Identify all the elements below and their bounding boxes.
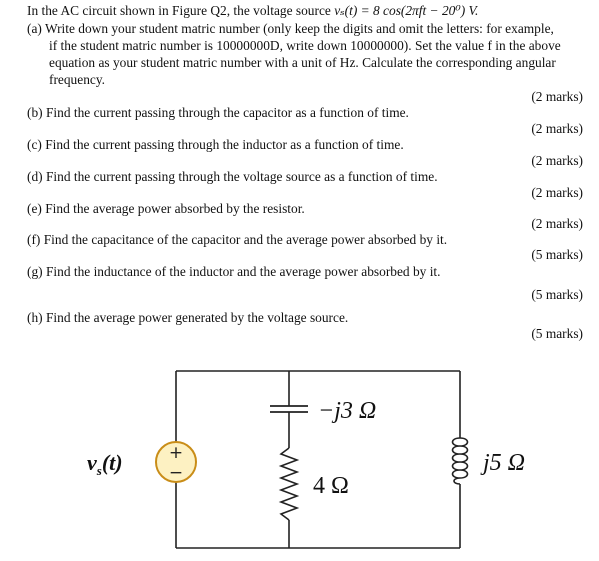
voltage-source bbox=[155, 441, 197, 483]
part-c-text: (c) Find the current passing through the… bbox=[27, 137, 404, 152]
part-g-text: (g) Find the inductance of the inductor … bbox=[27, 264, 441, 279]
part-a-marks: (2 marks) bbox=[531, 89, 583, 104]
part-f-text: (f) Find the capacitance of the capacito… bbox=[27, 232, 448, 247]
capacitor-label: −j3 Ω bbox=[318, 398, 376, 424]
part-h-text: (h) Find the average power generated by … bbox=[27, 310, 349, 325]
resistor bbox=[278, 447, 300, 521]
part-a-line-2: if the student matric number is 10000000… bbox=[49, 38, 561, 53]
part-g-marks: (5 marks) bbox=[531, 287, 583, 302]
intro-prefix: In the AC circuit shown in Figure Q2, th… bbox=[27, 3, 335, 18]
intro-formula: vₛ(t) = 8 cos(2πft − 20⁰) V. bbox=[334, 3, 479, 18]
part-e-marks: (2 marks) bbox=[531, 216, 583, 231]
source-plus: + bbox=[169, 443, 183, 463]
source-minus: − bbox=[169, 463, 183, 483]
part-h-marks: (5 marks) bbox=[531, 326, 583, 341]
part-b-text: (b) Find the current passing through the… bbox=[27, 105, 409, 120]
part-a-line-3: equation as your student matric number w… bbox=[49, 55, 556, 70]
source-label: vs(t) bbox=[87, 450, 123, 478]
resistor-label: 4 Ω bbox=[313, 473, 349, 499]
intro-text: In the AC circuit shown in Figure Q2, th… bbox=[27, 2, 478, 19]
part-f-marks: (5 marks) bbox=[531, 247, 583, 262]
part-d-marks: (2 marks) bbox=[531, 185, 583, 200]
part-a-line-4: frequency. bbox=[49, 72, 106, 87]
inductor-label: j5 Ω bbox=[480, 450, 525, 476]
part-a-line-1: (a) Write down your student matric numbe… bbox=[27, 21, 554, 36]
part-d-text: (d) Find the current passing through the… bbox=[27, 169, 438, 184]
part-b-marks: (2 marks) bbox=[531, 121, 583, 136]
part-e-text: (e) Find the average power absorbed by t… bbox=[27, 201, 305, 216]
capacitor bbox=[270, 405, 308, 413]
inductor bbox=[451, 437, 469, 485]
part-c-marks: (2 marks) bbox=[531, 153, 583, 168]
